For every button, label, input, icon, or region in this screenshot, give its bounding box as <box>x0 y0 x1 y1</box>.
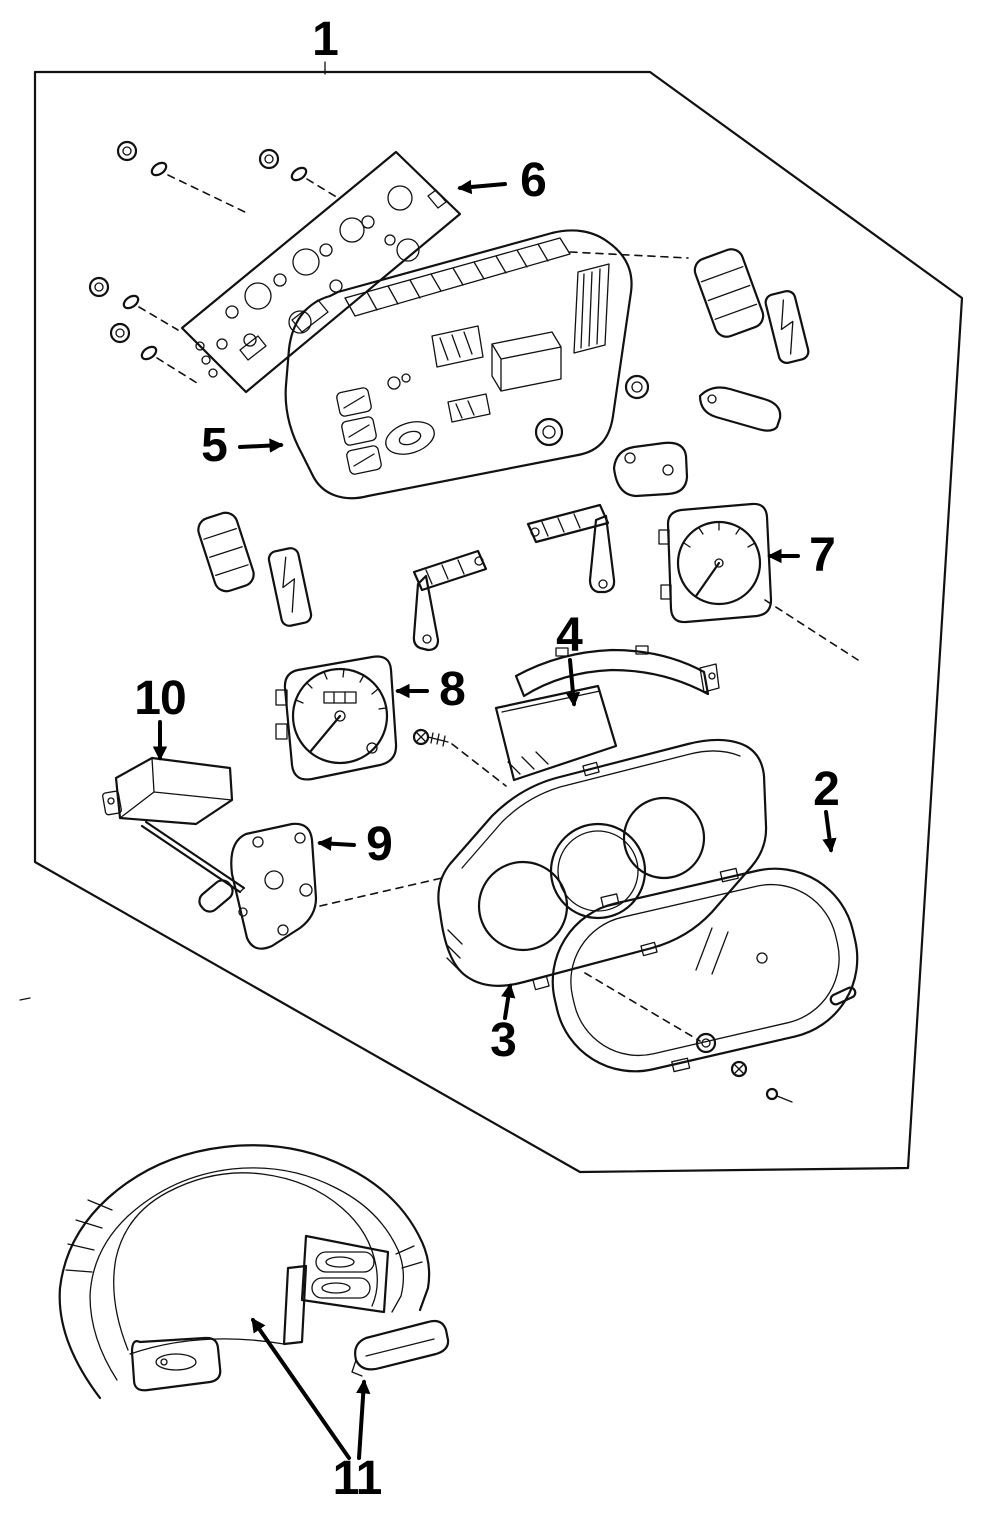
gauge-ticks <box>683 521 756 548</box>
construction-lines <box>319 251 859 1042</box>
part-2-bezel <box>551 867 859 1073</box>
pin <box>829 986 857 1006</box>
hood-side-bracket <box>351 1319 450 1377</box>
hood-hatch <box>65 1199 423 1273</box>
bezel-screws <box>695 986 857 1103</box>
part-label-5: 5 <box>201 419 228 472</box>
washer <box>534 417 564 447</box>
stray-mark <box>19 997 31 1001</box>
part-label-6: 6 <box>520 154 547 207</box>
arrow-to-part-5 <box>238 438 284 453</box>
arrow-to-part-9 <box>317 836 356 851</box>
gauge-opening-center <box>549 822 647 920</box>
arrow-to-part-11a <box>251 1317 351 1460</box>
bulb-sockets <box>88 140 339 384</box>
arrow-to-part-4 <box>565 658 581 707</box>
part-11-hood <box>58 1144 450 1400</box>
arrow-to-part-6 <box>457 179 507 195</box>
part-label-4: 4 <box>556 609 583 662</box>
part-8-speedometer <box>275 655 398 781</box>
part-label-2: 2 <box>813 763 840 816</box>
part-label-7: 7 <box>809 529 836 582</box>
arrow-to-part-11b <box>356 1379 371 1460</box>
backplate-holes <box>195 185 420 378</box>
hood-switch-panel <box>282 1234 390 1346</box>
mounting-nut <box>624 374 650 400</box>
hood-left-tab <box>130 1336 222 1392</box>
part-10-bracket <box>102 756 246 894</box>
reset-knob <box>198 879 234 913</box>
arrow-to-part-2 <box>822 810 837 853</box>
gauge-opening-left <box>477 860 569 952</box>
bracket-upper-right <box>698 386 782 432</box>
odometer-window <box>323 691 357 704</box>
part-label-11: 11 <box>332 1452 383 1505</box>
speedometer-ticks <box>295 668 387 710</box>
damper-pad-b <box>764 290 810 364</box>
gauge-needle <box>694 561 721 598</box>
part-7-gauge <box>658 502 773 624</box>
part-9-plate <box>198 822 318 950</box>
damper-pad-a <box>693 248 765 338</box>
part-4-cover <box>494 645 720 782</box>
part-label-8: 8 <box>439 663 466 716</box>
bracket-center <box>526 503 616 594</box>
bracket-mid-right <box>612 441 689 498</box>
part-3-lens-case <box>437 738 768 991</box>
damper-pad-d <box>267 547 313 627</box>
glass-mark <box>695 927 713 971</box>
hatch-lines <box>366 243 549 311</box>
arrow-to-part-3 <box>501 983 516 1020</box>
backplate-slots <box>239 189 447 361</box>
callout-arrows <box>152 179 837 1460</box>
part-6-backplate <box>180 150 462 394</box>
assembly-boundary <box>19 61 964 1174</box>
bracket-center-left <box>412 549 488 652</box>
glass-mark <box>711 931 729 975</box>
damper-pad-c <box>197 511 255 593</box>
housing-details <box>385 263 610 455</box>
gauge-screw <box>412 728 449 747</box>
part-label-9: 9 <box>366 818 393 871</box>
part-label-3: 3 <box>490 1014 517 1067</box>
gauge-opening-right <box>622 796 706 880</box>
part-label-1: 1 <box>312 13 339 66</box>
part-5-housing <box>284 229 633 500</box>
housing-windows <box>336 387 382 475</box>
speedometer-dial <box>291 667 389 765</box>
speedometer-needle <box>308 714 342 754</box>
part-label-10: 10 <box>134 672 186 725</box>
